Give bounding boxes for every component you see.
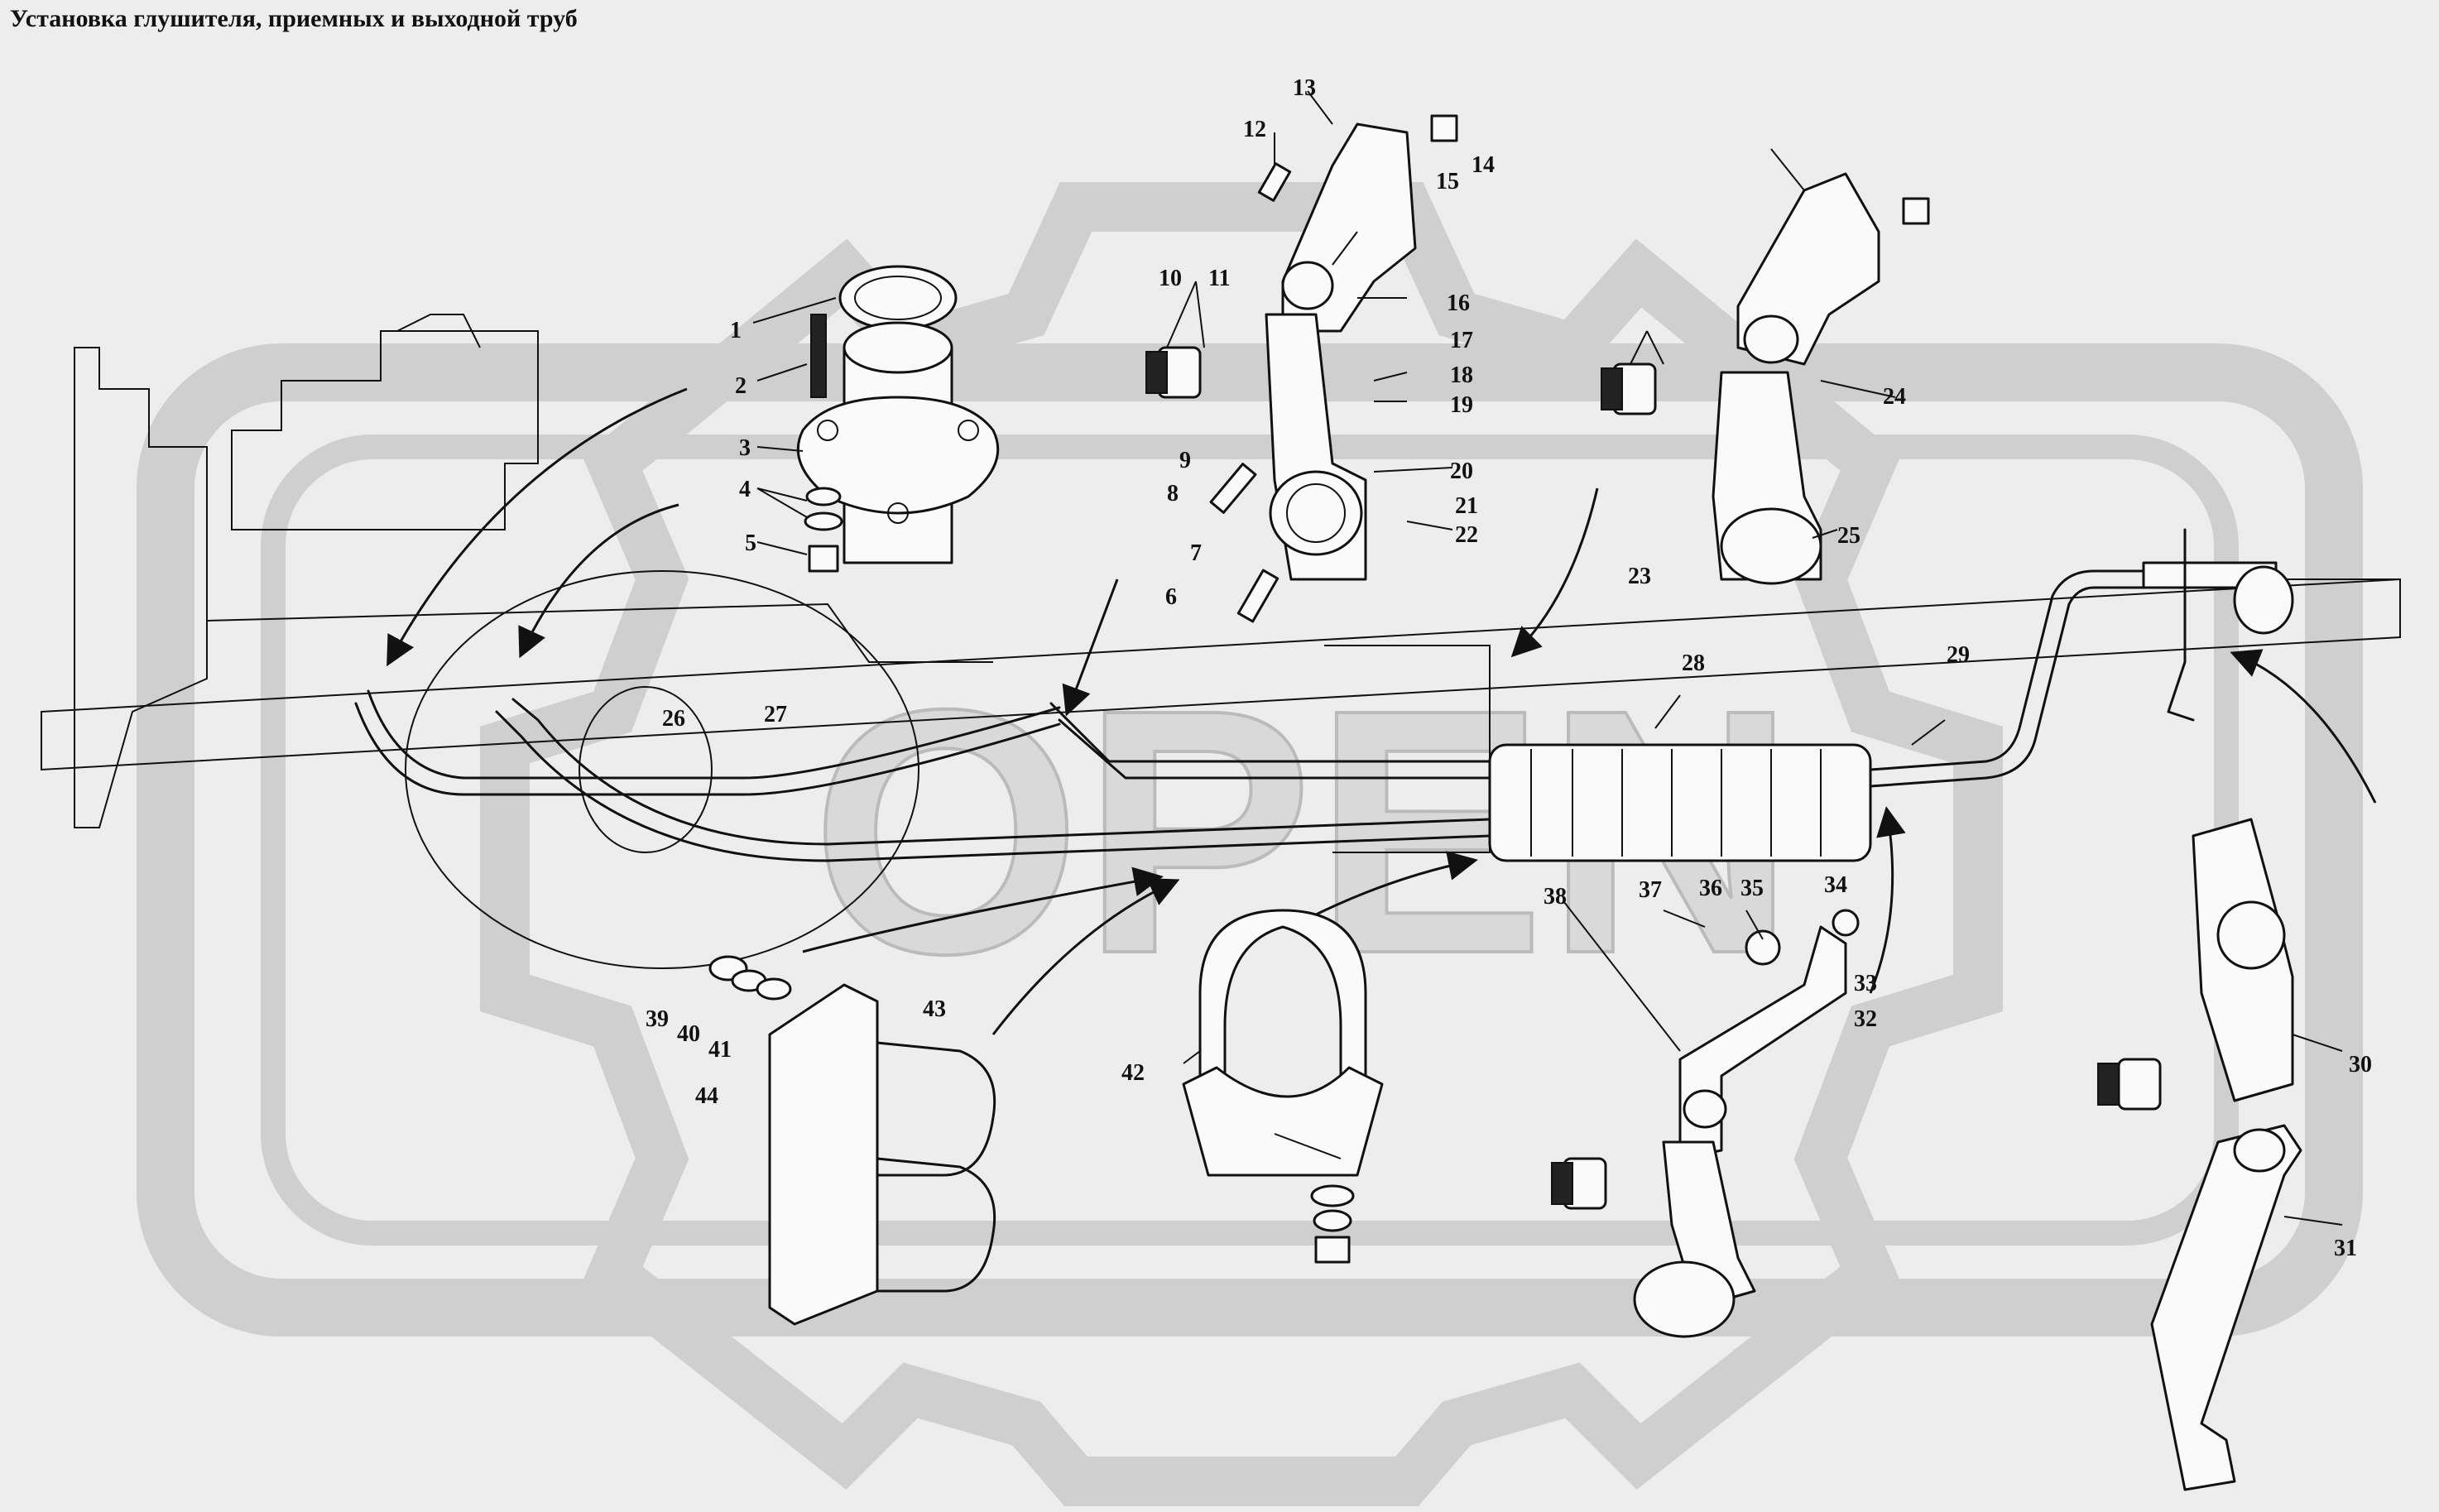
callout-28: 28 <box>1682 650 1705 676</box>
callout-6: 6 <box>1165 584 1177 610</box>
callout-34: 34 <box>1824 872 1847 898</box>
callout-21: 21 <box>1455 493 1478 519</box>
callout-15: 15 <box>1436 169 1459 194</box>
callout-10: 10 <box>1159 266 1182 291</box>
callout-27: 27 <box>764 702 787 727</box>
callout-43: 43 <box>923 996 946 1022</box>
diagram-title: Установка глушителя, приемных и выходной… <box>10 5 578 32</box>
callout-5: 5 <box>745 530 756 556</box>
callout-32: 32 <box>1854 1006 1877 1032</box>
callout-4: 4 <box>739 477 751 502</box>
callout-11: 11 <box>1208 266 1230 291</box>
callout-39: 39 <box>646 1006 669 1032</box>
callout-23: 23 <box>1628 564 1651 589</box>
callout-42: 42 <box>1121 1060 1145 1086</box>
callout-18: 18 <box>1450 362 1473 388</box>
muffler <box>1488 743 1872 862</box>
callout-13: 13 <box>1293 75 1316 101</box>
callout-8: 8 <box>1167 481 1179 506</box>
callout-2: 2 <box>735 373 747 399</box>
callout-44: 44 <box>695 1083 718 1109</box>
callout-17: 17 <box>1450 328 1473 353</box>
callout-37: 37 <box>1639 877 1662 903</box>
flange-group <box>796 265 1000 573</box>
callout-9: 9 <box>1179 448 1191 473</box>
callout-14: 14 <box>1472 152 1495 178</box>
watermark-logo: OPEN <box>137 182 2363 1506</box>
callout-20: 20 <box>1450 458 1473 484</box>
callout-33: 33 <box>1854 971 1877 996</box>
exhaust-pipe-assembly <box>354 528 2294 862</box>
callout-36: 36 <box>1699 876 1722 901</box>
bracket-group-far-right <box>2097 818 2302 1491</box>
callout-38: 38 <box>1544 884 1567 910</box>
bracket-group-right <box>1601 172 1930 585</box>
callout-labels: 1 2 3 4 5 6 7 8 9 10 11 12 13 14 15 16 1… <box>646 75 2372 1261</box>
direction-arrows <box>386 387 2377 1035</box>
leader-lines <box>752 90 2343 1226</box>
callout-29: 29 <box>1947 642 1970 668</box>
callout-25: 25 <box>1837 523 1860 549</box>
callout-3: 3 <box>739 435 751 461</box>
callout-7: 7 <box>1190 540 1202 566</box>
callout-16: 16 <box>1447 290 1470 316</box>
callout-30: 30 <box>2349 1052 2372 1078</box>
callout-26: 26 <box>662 706 685 732</box>
callout-24: 24 <box>1883 384 1906 410</box>
callout-22: 22 <box>1455 522 1478 548</box>
bracket-group-lower <box>1551 909 1860 1338</box>
callout-40: 40 <box>677 1021 700 1047</box>
bracket-group-top <box>1145 114 1458 623</box>
callout-41: 41 <box>708 1037 732 1063</box>
callout-12: 12 <box>1243 117 1266 142</box>
vehicle-frame-outline <box>41 314 2401 969</box>
callout-35: 35 <box>1740 876 1764 901</box>
callout-1: 1 <box>730 318 742 343</box>
clamp-group <box>708 909 1384 1326</box>
callout-31: 31 <box>2334 1236 2357 1261</box>
callout-19: 19 <box>1450 392 1473 418</box>
